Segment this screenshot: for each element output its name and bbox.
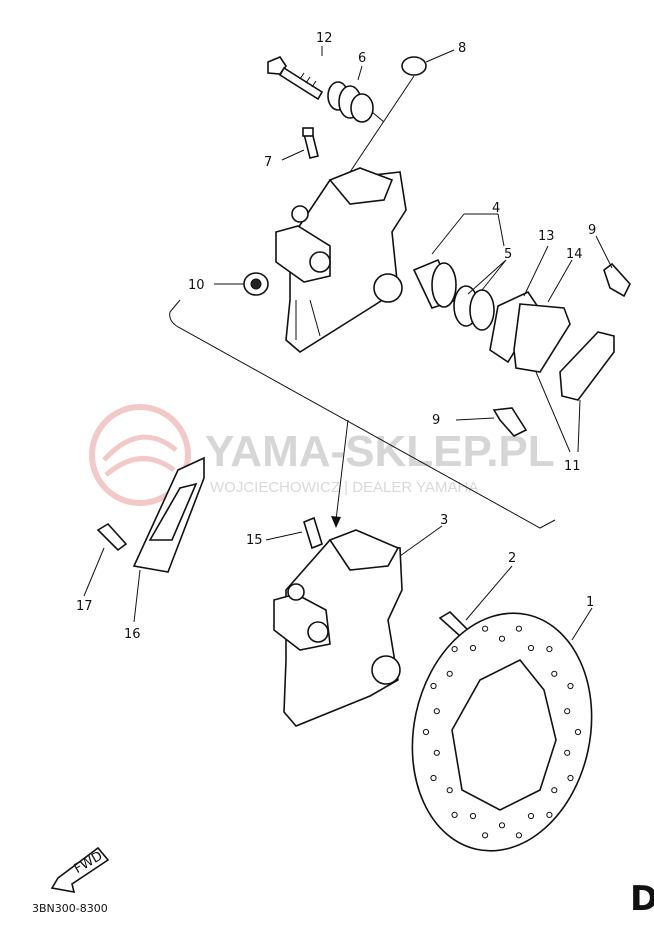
disc-hole <box>527 812 535 820</box>
watermark-logo-mark <box>102 434 178 477</box>
disc-hole <box>482 625 489 632</box>
disc-hole <box>515 832 523 839</box>
watermark-subtitle: WOJCIECHOWICZ | DEALER YAMAHA <box>210 479 478 496</box>
disc-hole <box>564 708 571 715</box>
disc-hole <box>546 646 553 653</box>
disc-hole <box>498 635 506 642</box>
disc-hole <box>564 749 571 756</box>
disc-hole <box>433 708 440 715</box>
lead-9a <box>595 235 613 269</box>
seals-5 <box>453 285 495 331</box>
cap-8 <box>349 56 427 173</box>
disc-hole <box>469 812 477 820</box>
watermark-logo-ring <box>89 404 191 506</box>
callout-15: 15 <box>246 533 263 548</box>
callout-5: 5 <box>504 247 512 262</box>
callout-6: 6 <box>358 51 366 66</box>
callout-3: 3 <box>440 513 448 528</box>
disc-hole <box>469 644 477 652</box>
callout-12: 12 <box>316 31 333 46</box>
disc-hole <box>433 749 440 756</box>
disc-hole <box>446 787 453 794</box>
lead-17 <box>83 547 105 597</box>
pad-14 <box>513 303 571 373</box>
lead-2 <box>465 565 513 621</box>
assembly-arrow-head <box>331 516 341 528</box>
callout-11: 11 <box>564 459 581 474</box>
lead-5 <box>467 259 507 295</box>
bolt-12 <box>267 56 324 101</box>
lead-7 <box>281 149 305 161</box>
disc-hole <box>430 774 437 782</box>
bolt-17 <box>96 522 128 552</box>
brake-disc-1 <box>411 612 593 852</box>
bleeder-15 <box>303 516 323 550</box>
caliper-upper <box>275 167 407 353</box>
assembly-arrow-line <box>335 419 349 521</box>
disc-hole <box>422 728 430 736</box>
callout-9-lower: 9 <box>432 413 440 428</box>
disc-hole <box>482 832 489 839</box>
watermark: YAMA-SKLEP.PL WOJCIECHOWICZ | DEALER YAM… <box>89 404 555 506</box>
seal-10 <box>243 272 269 296</box>
lead-13 <box>523 245 549 297</box>
callout-9-upper: 9 <box>588 223 596 238</box>
pad-spring-11 <box>559 331 615 401</box>
diagram-code: 3BN300-8300 <box>32 902 108 915</box>
lead-15 <box>265 531 303 541</box>
disc-hole <box>498 822 506 829</box>
disc-hole <box>567 682 574 690</box>
lead-16 <box>133 569 141 623</box>
lead-6 <box>357 65 363 81</box>
callout-4: 4 <box>492 201 500 216</box>
callout-17: 17 <box>76 599 93 614</box>
disc-hole <box>551 670 558 677</box>
callout-14: 14 <box>566 247 583 262</box>
bracket-16-cutout <box>148 482 198 541</box>
disc-hole <box>451 811 458 819</box>
piston-4 <box>412 258 458 309</box>
lead-14 <box>547 259 573 303</box>
callout-2: 2 <box>508 551 516 566</box>
lead-9b <box>455 417 495 421</box>
disc-hole <box>451 646 458 653</box>
disc-hole <box>567 774 574 782</box>
disc-hole <box>574 728 582 736</box>
callout-16: 16 <box>124 627 141 642</box>
lead-8 <box>425 49 455 63</box>
callout-13: 13 <box>538 229 555 244</box>
page-letter: D <box>630 879 654 919</box>
callout-10: 10 <box>188 278 205 293</box>
callout-7: 7 <box>264 155 272 170</box>
lead-3 <box>399 525 443 557</box>
lead-1 <box>571 607 593 641</box>
explode-boundary-line <box>169 299 556 529</box>
bleed-screw-7 <box>302 127 319 159</box>
callout-1: 1 <box>586 595 594 610</box>
disc-hole <box>446 670 453 677</box>
disc-hole <box>515 625 523 632</box>
callout-8: 8 <box>458 41 466 56</box>
lead-4 <box>431 213 505 255</box>
clip-9-lower <box>492 407 528 437</box>
fwd-arrow: FWD <box>50 846 110 894</box>
disc-hole <box>430 682 437 690</box>
disc-hole <box>546 811 553 819</box>
clip-9-upper <box>603 262 631 298</box>
watermark-name: YAMA-SKLEP.PL <box>205 427 555 476</box>
lead-11 <box>535 371 581 453</box>
boot-6 <box>327 81 385 123</box>
disc-hole <box>551 787 558 794</box>
caliper-lower <box>273 529 403 727</box>
disc-hole <box>527 644 535 652</box>
